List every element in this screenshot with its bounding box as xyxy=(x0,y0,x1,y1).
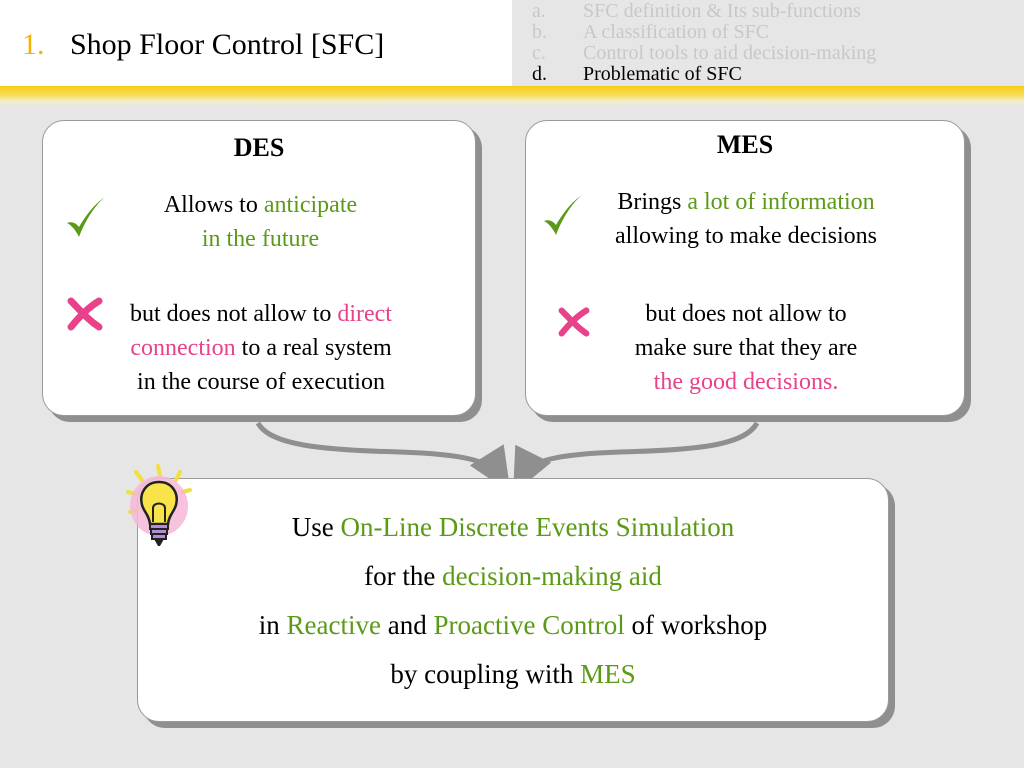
des-con-text: but does not allow to direct connection … xyxy=(101,297,421,399)
conclusion-highlight: decision-making aid xyxy=(442,561,662,591)
des-con-part: but does not allow to xyxy=(130,301,338,327)
des-title: DES xyxy=(233,133,285,162)
agenda-text: Control tools to aid decision-making xyxy=(583,42,877,64)
des-con-highlight-2: connection xyxy=(130,335,236,361)
conclusion-line-1: Use On-Line Discrete Events Simulation xyxy=(138,503,888,552)
check-icon xyxy=(544,195,582,235)
conclusion-part: Use xyxy=(291,512,341,542)
des-pro-highlight-2: in the future xyxy=(201,226,320,252)
slide-title: Shop Floor Control [SFC] xyxy=(70,28,385,61)
connector-des-arrow xyxy=(255,421,511,493)
connector-mes-arrow xyxy=(513,421,760,494)
header-accent-bar xyxy=(0,86,1024,106)
conclusion-highlight: MES xyxy=(580,659,636,689)
conclusion-part: in xyxy=(258,610,287,640)
des-con-part-3: in the course of execution xyxy=(137,369,385,395)
mes-pro-part-2: allowing to make decisions xyxy=(615,223,877,249)
cross-icon xyxy=(67,297,103,331)
agenda-letter: d. xyxy=(532,63,547,85)
agenda-letter: b. xyxy=(532,21,547,43)
conclusion-part: and xyxy=(381,610,434,640)
mes-card: MES Brings a lot of information allowing… xyxy=(525,120,965,416)
des-pro-text: Allows to anticipate in the future xyxy=(123,188,398,256)
conclusion-line-4: by coupling with MES xyxy=(138,650,888,699)
check-icon xyxy=(67,197,105,237)
mes-con-part-2: make sure that they are xyxy=(634,335,858,361)
mes-pro-highlight: a lot of information xyxy=(687,189,875,215)
mes-pro-part: Brings xyxy=(617,189,688,215)
conclusion-text: Use On-Line Discrete Events Simulation f… xyxy=(138,503,888,699)
agenda-text: A classification of SFC xyxy=(583,21,770,43)
agenda-text: SFC definition & Its sub-functions xyxy=(583,0,861,22)
conclusion-highlight: Reactive xyxy=(286,610,381,640)
des-con-highlight: direct xyxy=(337,301,392,327)
conclusion-highlight: Proactive Control xyxy=(433,610,625,640)
conclusion-line-2: for the decision-making aid xyxy=(138,552,888,601)
mes-con-part: but does not allow to xyxy=(645,301,847,327)
cross-icon xyxy=(558,307,590,337)
conclusion-highlight: On-Line Discrete Events Simulation xyxy=(340,512,735,542)
section-number: 1. xyxy=(22,28,45,61)
des-pro-part: Allows to xyxy=(163,192,264,218)
conclusion-part: by coupling with xyxy=(390,659,581,689)
agenda-panel xyxy=(512,0,1024,90)
des-pro-highlight: anticipate xyxy=(263,192,358,218)
mes-con-highlight: the good decisions. xyxy=(653,369,839,395)
des-con-part-2: to a real system xyxy=(235,335,392,361)
slide-header: 1. Shop Floor Control [SFC] a. SFC defin… xyxy=(0,0,1024,90)
agenda-letter: a. xyxy=(532,0,546,22)
mes-title: MES xyxy=(716,130,774,159)
conclusion-line-3: in Reactive and Proactive Control of wor… xyxy=(138,601,888,650)
mes-pro-text: Brings a lot of information allowing to … xyxy=(581,185,911,253)
agenda-letter: c. xyxy=(532,42,546,64)
des-card: DES Allows to anticipate in the future b… xyxy=(42,120,476,416)
mes-con-text: but does not allow to make sure that the… xyxy=(596,297,896,399)
conclusion-card: Use On-Line Discrete Events Simulation f… xyxy=(137,478,889,722)
agenda-text: Problematic of SFC xyxy=(583,63,742,85)
lightbulb-icon xyxy=(126,464,192,546)
conclusion-part: for the xyxy=(364,561,443,591)
conclusion-part: of workshop xyxy=(624,610,768,640)
